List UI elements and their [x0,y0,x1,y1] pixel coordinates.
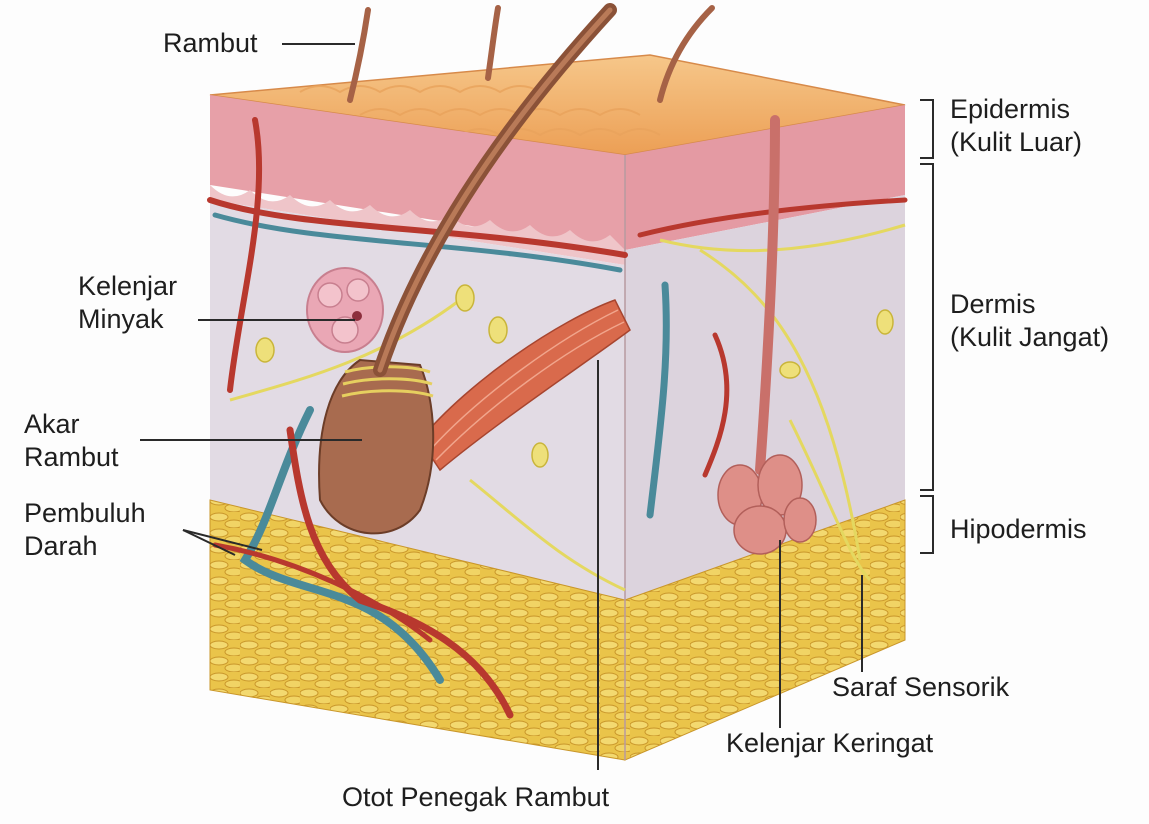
label-pembuluh-darah: Pembuluh Darah [24,497,146,563]
label-dermis: Dermis (Kulit Jangat) [950,288,1109,354]
label-kelenjar-minyak: Kelenjar Minyak [78,270,177,336]
sebaceous-gland [307,268,383,352]
label-epidermis: Epidermis (Kulit Luar) [950,93,1082,159]
hair-follicle [319,360,433,533]
label-kelenjar-keringat: Kelenjar Keringat [726,727,933,760]
label-akar-rambut: Akar Rambut [24,408,119,474]
label-hipodermis: Hipodermis [950,513,1087,546]
label-otot-penegak-rambut: Otot Penegak Rambut [342,781,609,814]
label-saraf-sensorik: Saraf Sensorik [832,671,1009,704]
label-rambut: Rambut [163,27,258,60]
layer-brackets [920,100,933,553]
